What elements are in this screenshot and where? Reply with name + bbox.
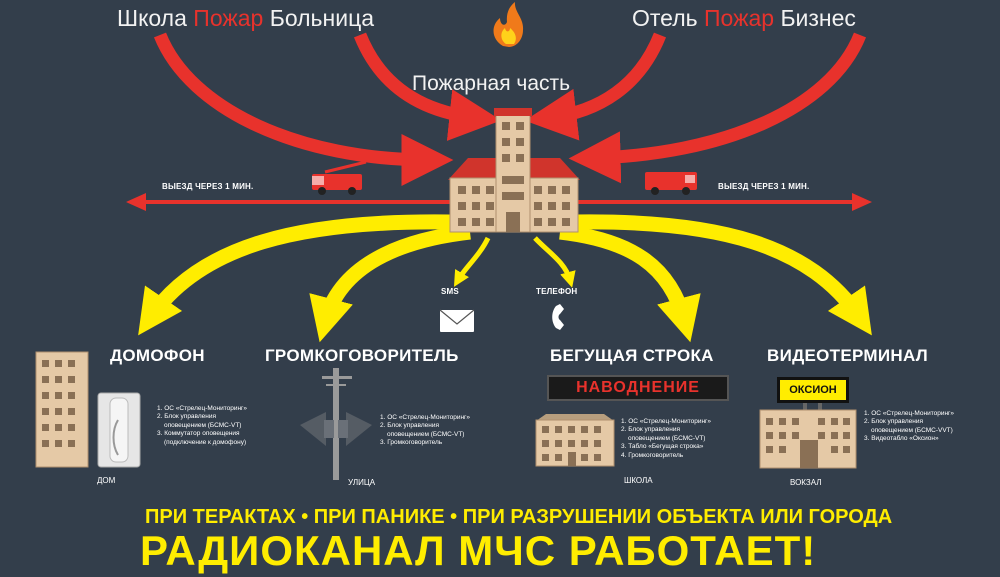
footer-slogan: РАДИОКАНАЛ МЧС РАБОТАЕТ! bbox=[140, 527, 817, 574]
list-item: оповещением (БСМС-VVT) bbox=[871, 426, 953, 434]
loudspeaker-icon bbox=[300, 412, 372, 446]
list-item: (подключение к домофону) bbox=[164, 438, 247, 446]
location-home: ДОМ bbox=[97, 476, 116, 485]
list-item: 1. ОС «Стрелец-Мониторинг» bbox=[157, 405, 248, 412]
arrow-running-line bbox=[559, 224, 701, 343]
oksion-screen: ОКСИОН bbox=[777, 377, 849, 403]
fire-truck-icon-right bbox=[645, 172, 697, 195]
list-item: 2. Блок управления bbox=[157, 413, 217, 421]
list-item: 1. ОС «Стрелец-Мониторинг» bbox=[380, 414, 471, 421]
footer-situations: ПРИ ТЕРАКТАХ • ПРИ ПАНИКЕ • ПРИ РАЗРУШЕН… bbox=[145, 506, 893, 528]
fire-truck-icon bbox=[312, 160, 367, 195]
list-item: 3. Табло «Бегущая строка» bbox=[621, 443, 704, 451]
incoming-alarm-arrows bbox=[153, 32, 867, 186]
list-item: оповещением (БСМС-VT) bbox=[387, 430, 465, 438]
list-item: 4. Громкоговоритель bbox=[621, 451, 684, 459]
arrow-business bbox=[568, 32, 867, 184]
arrow-hospital bbox=[353, 32, 502, 141]
fire-station-building bbox=[448, 108, 580, 233]
loudspeaker-title: ГРОМКОГОВОРИТЕЛЬ bbox=[265, 346, 459, 365]
apartment-building bbox=[35, 351, 89, 468]
list-item: 2. Блок управления bbox=[380, 422, 440, 430]
list-item: 3. Видеотабло «Оксион» bbox=[864, 435, 939, 443]
flame-icon bbox=[493, 2, 524, 47]
school-building bbox=[535, 414, 615, 467]
notification-arrows bbox=[138, 214, 872, 343]
header-fire-left: Пожар bbox=[193, 5, 264, 31]
arrow-sms bbox=[453, 236, 491, 287]
running-line-title: БЕГУЩАЯ СТРОКА bbox=[550, 346, 714, 365]
videoterminal-items: 1. ОС «Стрелец-Мониторинг» 2. Блок управ… bbox=[864, 410, 954, 444]
arrow-hotel bbox=[524, 32, 667, 141]
sms-label: SMS bbox=[441, 287, 459, 296]
arrow-phone bbox=[533, 236, 576, 288]
header-hospital: Больница bbox=[269, 5, 375, 31]
header-left: Школа Пожар Больница bbox=[117, 5, 374, 32]
intercom-handset-icon bbox=[97, 392, 141, 468]
list-item: 3. Громкоговоритель bbox=[380, 439, 443, 447]
location-school: ШКОЛА bbox=[624, 476, 653, 485]
loudspeaker-pole bbox=[322, 368, 352, 480]
departure-label-right: ВЫЕЗД ЧЕРЕЗ 1 МИН. bbox=[718, 182, 810, 191]
header-fire-right: Пожар bbox=[704, 5, 775, 31]
train-station-building bbox=[759, 398, 857, 469]
phone-label: ТЕЛЕФОН bbox=[536, 287, 578, 296]
running-line-board: НАВОДНЕНИЕ bbox=[547, 375, 729, 401]
videoterminal-title: ВИДЕОТЕРМИНАЛ bbox=[767, 346, 928, 365]
running-line-items: 1. ОС «Стрелец-Мониторинг» 2. Блок управ… bbox=[621, 418, 711, 460]
location-station: ВОКЗАЛ bbox=[790, 478, 822, 487]
list-item: 2. Блок управления bbox=[621, 426, 681, 434]
header-hotel: Отель bbox=[632, 5, 698, 31]
list-item: 1. ОС «Стрелец-Мониторинг» bbox=[621, 418, 712, 425]
header-right: Отель Пожар Бизнес bbox=[632, 5, 856, 32]
fire-station-title: Пожарная часть bbox=[412, 72, 571, 95]
header-school: Школа bbox=[117, 5, 187, 31]
departure-label-left: ВЫЕЗД ЧЕРЕЗ 1 МИН. bbox=[162, 182, 254, 191]
arrow-loudspeaker bbox=[309, 224, 471, 343]
envelope-icon bbox=[439, 309, 475, 332]
list-item: 1. ОС «Стрелец-Мониторинг» bbox=[864, 410, 955, 417]
loudspeaker-items: 1. ОС «Стрелец-Мониторинг» 2. Блок управ… bbox=[380, 414, 470, 448]
location-street: УЛИЦА bbox=[348, 478, 376, 487]
phone-icon bbox=[552, 304, 564, 330]
arrow-school bbox=[153, 32, 454, 186]
list-item: 2. Блок управления bbox=[864, 418, 924, 426]
intercom-title: ДОМОФОН bbox=[110, 346, 205, 365]
arrow-videoterminal bbox=[574, 214, 872, 336]
header-business: Бизнес bbox=[780, 5, 856, 31]
list-item: оповещением (БСМС-VT) bbox=[628, 434, 706, 442]
list-item: оповещением (БСМС-VT) bbox=[164, 421, 242, 429]
list-item: 3. Коммутатор оповещения bbox=[157, 430, 240, 438]
arrow-intercom bbox=[138, 214, 451, 336]
intercom-items: 1. ОС «Стрелец-Мониторинг» 2. Блок управ… bbox=[157, 405, 247, 447]
